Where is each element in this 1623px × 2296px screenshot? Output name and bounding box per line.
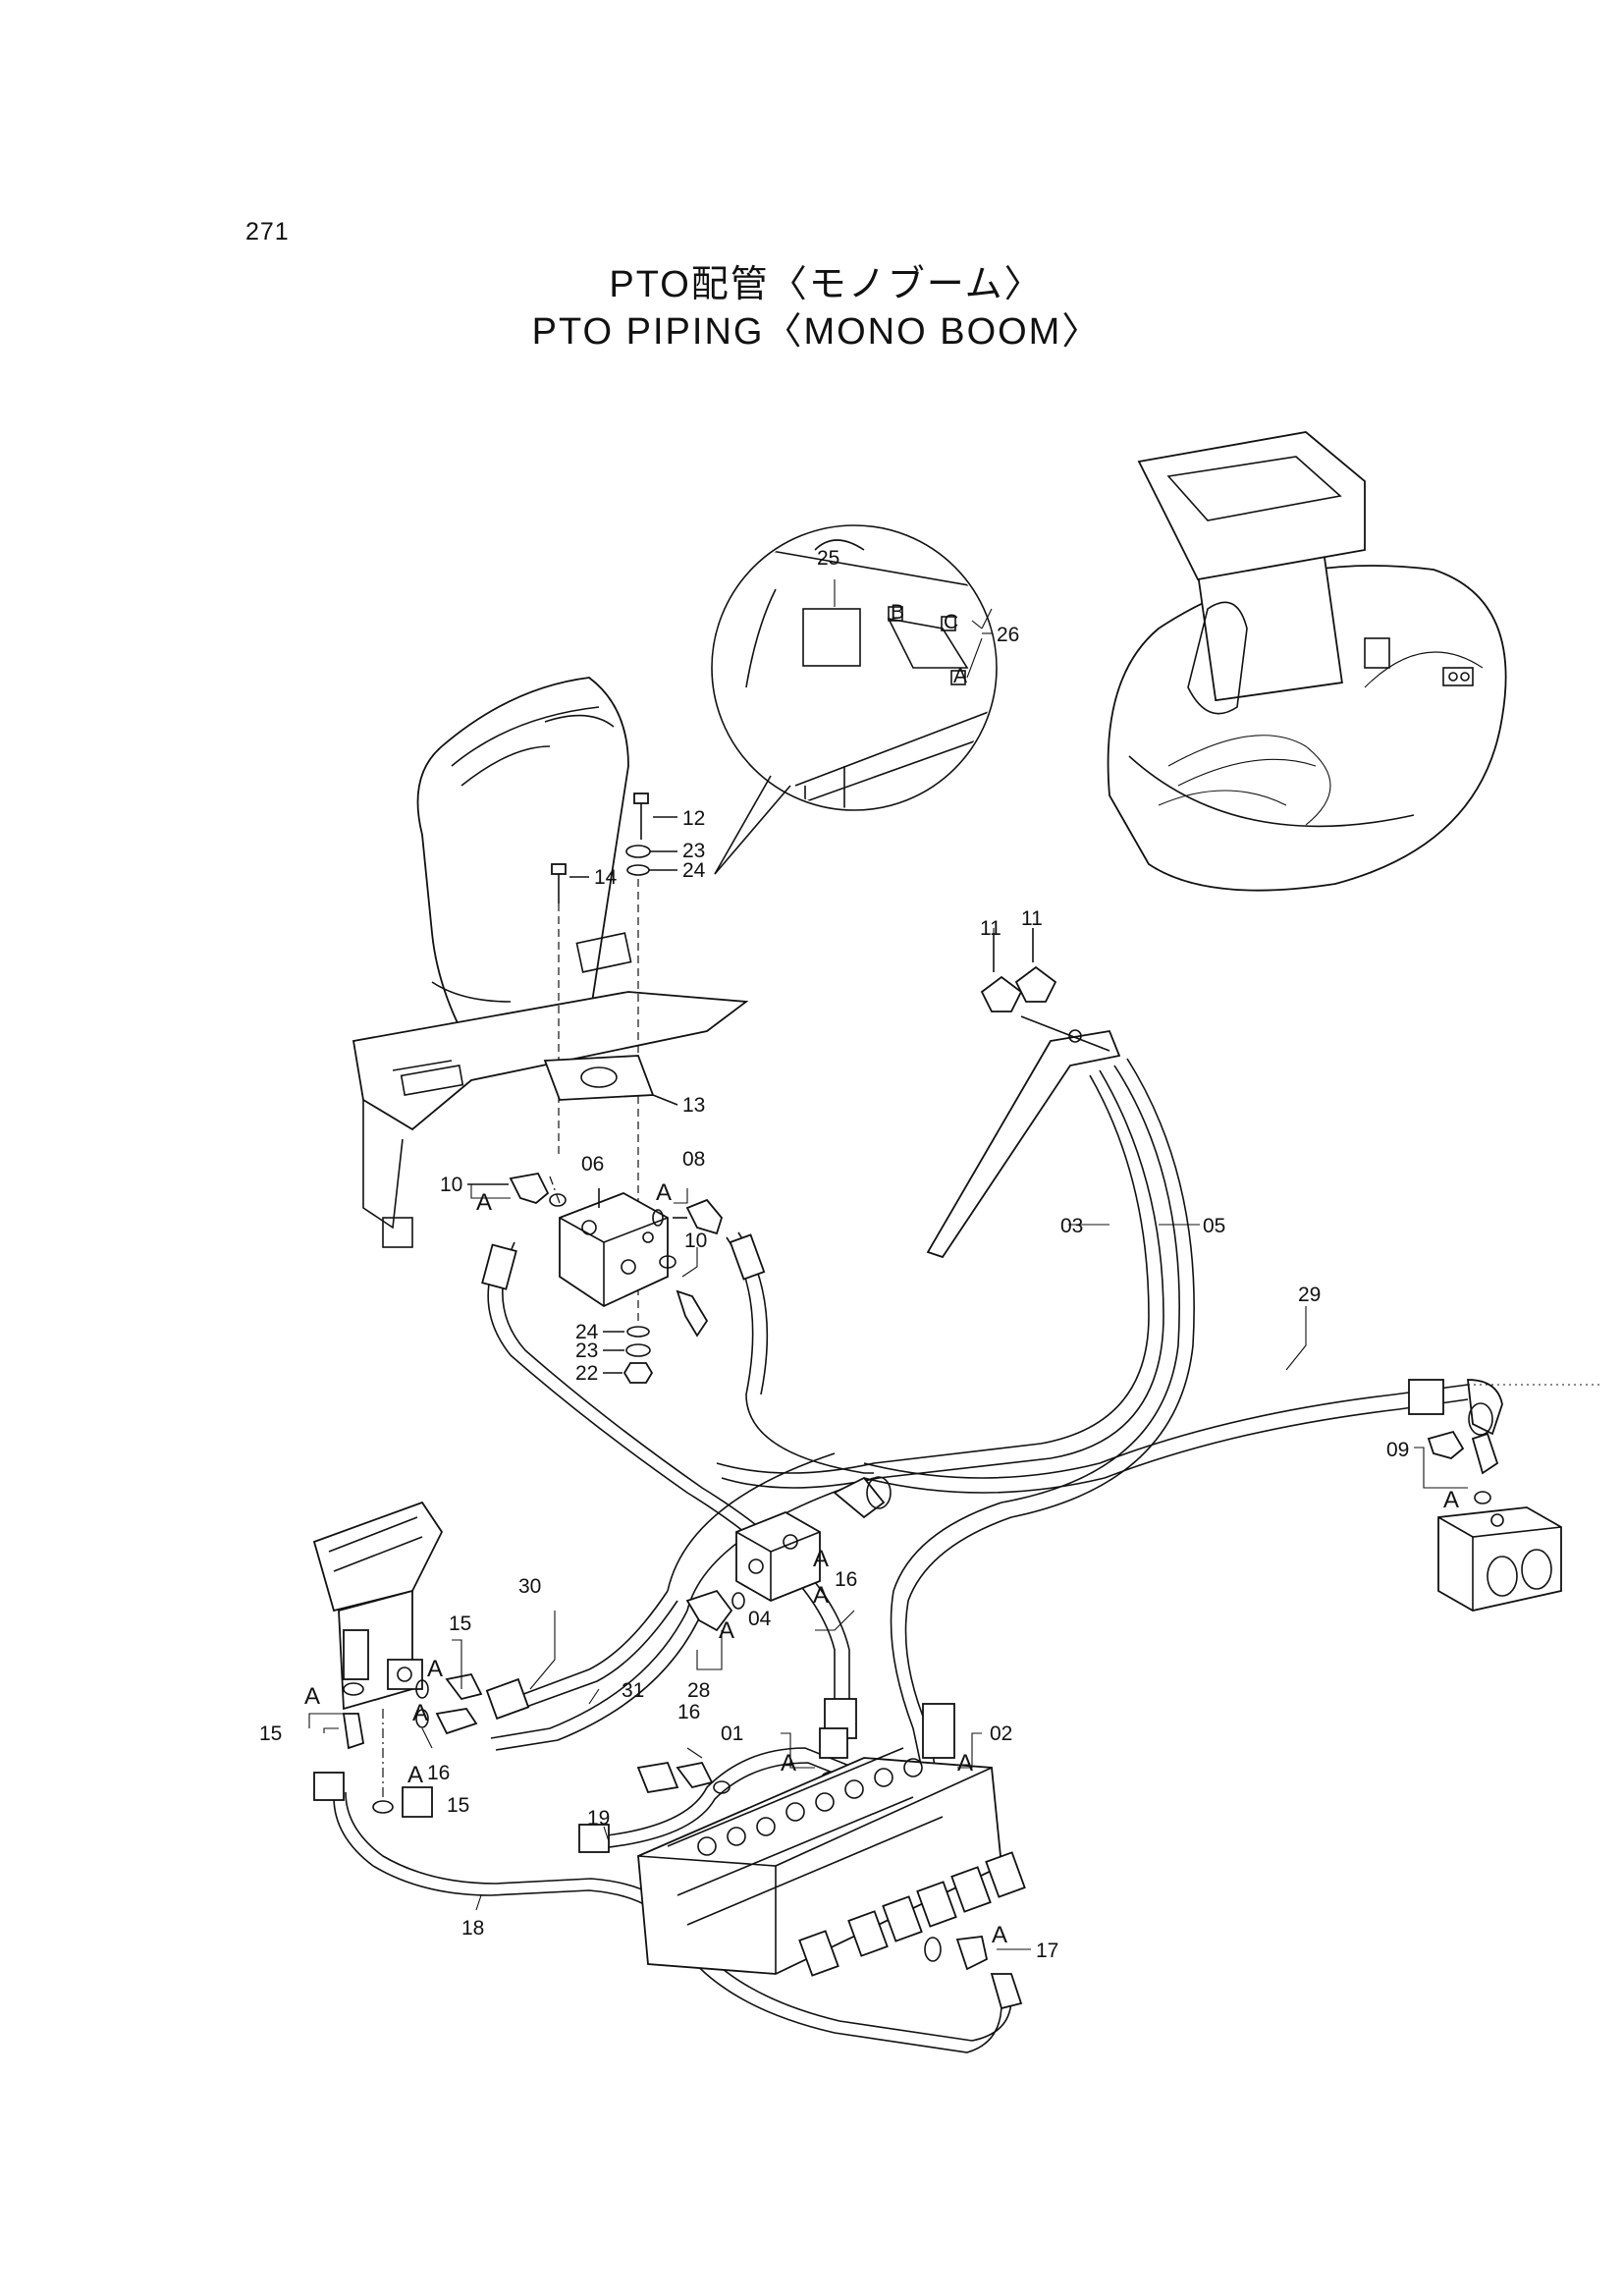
callout-15-lower: 15 (447, 1794, 469, 1817)
adapter-01 (819, 1727, 848, 1784)
washer-23-lower (603, 1343, 651, 1357)
callout-03: 03 (1060, 1215, 1083, 1237)
mark-a-11: A (781, 1750, 796, 1777)
adapter-02 (922, 1703, 955, 1784)
hose-18 (313, 1772, 1012, 2053)
elbow-fitting-10-left (467, 1172, 567, 1207)
callout-16-control: 16 (677, 1701, 700, 1723)
callout-15-left: 15 (259, 1722, 282, 1745)
elbow-fitting-17 (924, 1936, 1023, 2010)
mark-a-12: A (957, 1750, 973, 1777)
callout-11-right: 11 (1021, 907, 1043, 930)
detail-label-a: A (953, 665, 967, 687)
mark-a-7: A (427, 1656, 443, 1682)
detail-plate-26: B C A (887, 601, 969, 687)
leader-lines (308, 579, 1600, 1950)
mark-a-4: A (813, 1546, 829, 1572)
bolt-12 (633, 793, 677, 840)
callout-18: 18 (461, 1917, 484, 1940)
callout-14: 14 (594, 866, 618, 889)
callout-15-upper: 15 (449, 1613, 471, 1635)
callout-30: 30 (518, 1575, 541, 1598)
callout-16-middle: 16 (835, 1568, 857, 1591)
mark-a-9: A (304, 1683, 320, 1710)
title-japanese: PTO配管〈モノブーム〉 (609, 264, 1044, 305)
callout-08: 08 (682, 1148, 705, 1171)
callout-06: 06 (581, 1153, 604, 1175)
fitting-mark-labels: A A A A A A A A A A A A A (304, 1179, 1459, 1948)
callout-24-lower: 24 (575, 1321, 599, 1343)
bracket-with-fittings-11 (926, 928, 1121, 1259)
callout-12: 12 (682, 807, 705, 830)
elbow-fitting-09 (1427, 1430, 1499, 1504)
nut-22 (603, 1362, 654, 1384)
callout-09: 09 (1386, 1439, 1409, 1461)
callout-26: 26 (997, 624, 1019, 646)
valve-block-06 (559, 1188, 669, 1308)
fittings-15-16 (402, 1672, 483, 1818)
mark-a-2: A (656, 1179, 672, 1206)
detail-label-b: B (891, 601, 904, 624)
callout-05: 05 (1203, 1215, 1225, 1237)
bolt-14 (551, 863, 589, 903)
washer-24-lower (603, 1326, 650, 1338)
callout-04: 04 (748, 1608, 772, 1630)
callout-16-lower: 16 (427, 1762, 450, 1784)
elbow-fitting-10-right (659, 1255, 709, 1338)
hose-30 (485, 1452, 836, 1721)
callout-29: 29 (1298, 1284, 1321, 1306)
valve-block-middle (735, 1476, 892, 1602)
label-plate-25 (802, 608, 861, 667)
valve-block-right (1437, 1506, 1562, 1612)
washer-24 (626, 864, 677, 876)
mark-a-6: A (719, 1617, 734, 1644)
callout-24: 24 (682, 859, 706, 882)
detail-circle: B C A (711, 524, 998, 875)
callout-01: 01 (721, 1722, 743, 1745)
callout-10-right: 10 (684, 1230, 707, 1252)
hose-03 (716, 1069, 1164, 1489)
mark-a-10: A (407, 1762, 423, 1788)
hose-29 (863, 1379, 1503, 1494)
callout-13: 13 (682, 1094, 705, 1117)
elbow-fitting-28 (685, 1589, 745, 1632)
hose-top-to-block (726, 1231, 874, 1474)
callout-31: 31 (622, 1679, 644, 1702)
callout-23: 23 (682, 840, 705, 862)
callout-labels: 12 23 24 14 25 26 11 11 13 06 08 10 10 0… (259, 547, 1409, 1962)
callout-22: 22 (575, 1362, 598, 1385)
mark-a-8: A (412, 1700, 428, 1726)
callout-11-left: 11 (980, 917, 1001, 940)
callout-19: 19 (587, 1807, 610, 1830)
mark-a-5: A (813, 1582, 829, 1609)
callout-17: 17 (1036, 1940, 1058, 1962)
title-english: PTO PIPING〈MONO BOOM〉 (531, 311, 1102, 353)
hose-05 (890, 1058, 1195, 1798)
page-number: 271 (245, 218, 290, 246)
callout-28: 28 (687, 1679, 710, 1702)
detail-label-c: C (944, 611, 958, 633)
callout-10-left: 10 (440, 1174, 462, 1196)
mark-a-13: A (992, 1922, 1007, 1948)
adapter-08 (652, 1198, 724, 1235)
pedal-valve (312, 1501, 444, 1711)
mark-a-3: A (1443, 1487, 1459, 1513)
mark-a-1: A (476, 1189, 492, 1216)
washer-23 (625, 845, 677, 858)
control-valve (637, 1747, 1026, 1977)
callout-23-lower: 23 (575, 1339, 598, 1362)
machine-overview (1107, 431, 1507, 892)
callout-02: 02 (990, 1722, 1012, 1745)
plate-13 (543, 1055, 678, 1106)
hose-19 (578, 1747, 914, 1853)
spool-caps (798, 1851, 1026, 1977)
callout-25: 25 (817, 547, 839, 570)
fittings-16-control (636, 1761, 730, 1794)
